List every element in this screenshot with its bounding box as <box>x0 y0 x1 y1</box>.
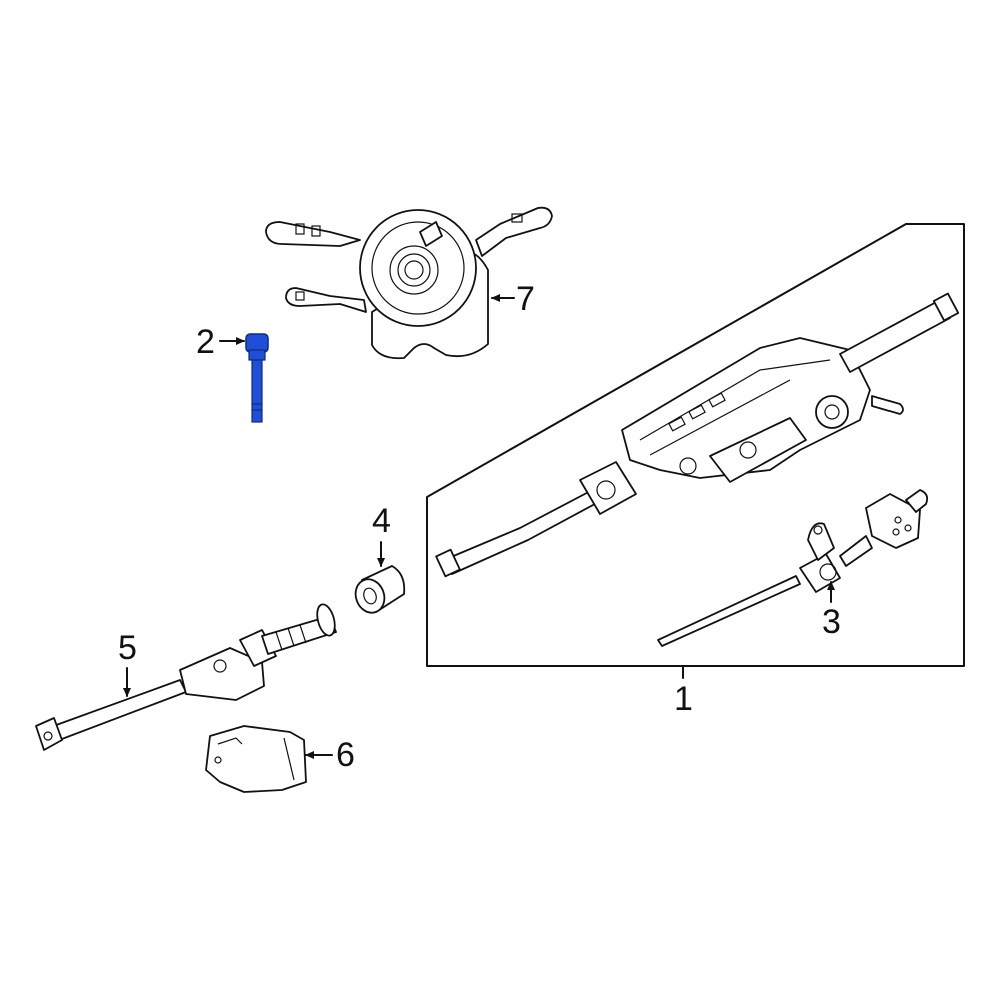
callout-5: 5 <box>118 629 137 667</box>
callout-6: 6 <box>336 736 355 774</box>
intermediate-shaft[interactable] <box>35 602 338 751</box>
callout-3: 3 <box>822 603 841 641</box>
callout-7: 7 <box>516 280 535 318</box>
combination-switch[interactable] <box>265 206 553 360</box>
callout-1: 1 <box>674 680 693 718</box>
column-cover[interactable] <box>205 725 307 793</box>
bushing[interactable] <box>351 565 406 617</box>
bolt[interactable] <box>245 333 269 423</box>
steering-column[interactable] <box>435 292 960 578</box>
assembly-boundary <box>426 223 965 667</box>
sensor-cable[interactable] <box>657 489 929 647</box>
callout-2: 2 <box>196 323 215 361</box>
callout-4: 4 <box>372 502 391 540</box>
